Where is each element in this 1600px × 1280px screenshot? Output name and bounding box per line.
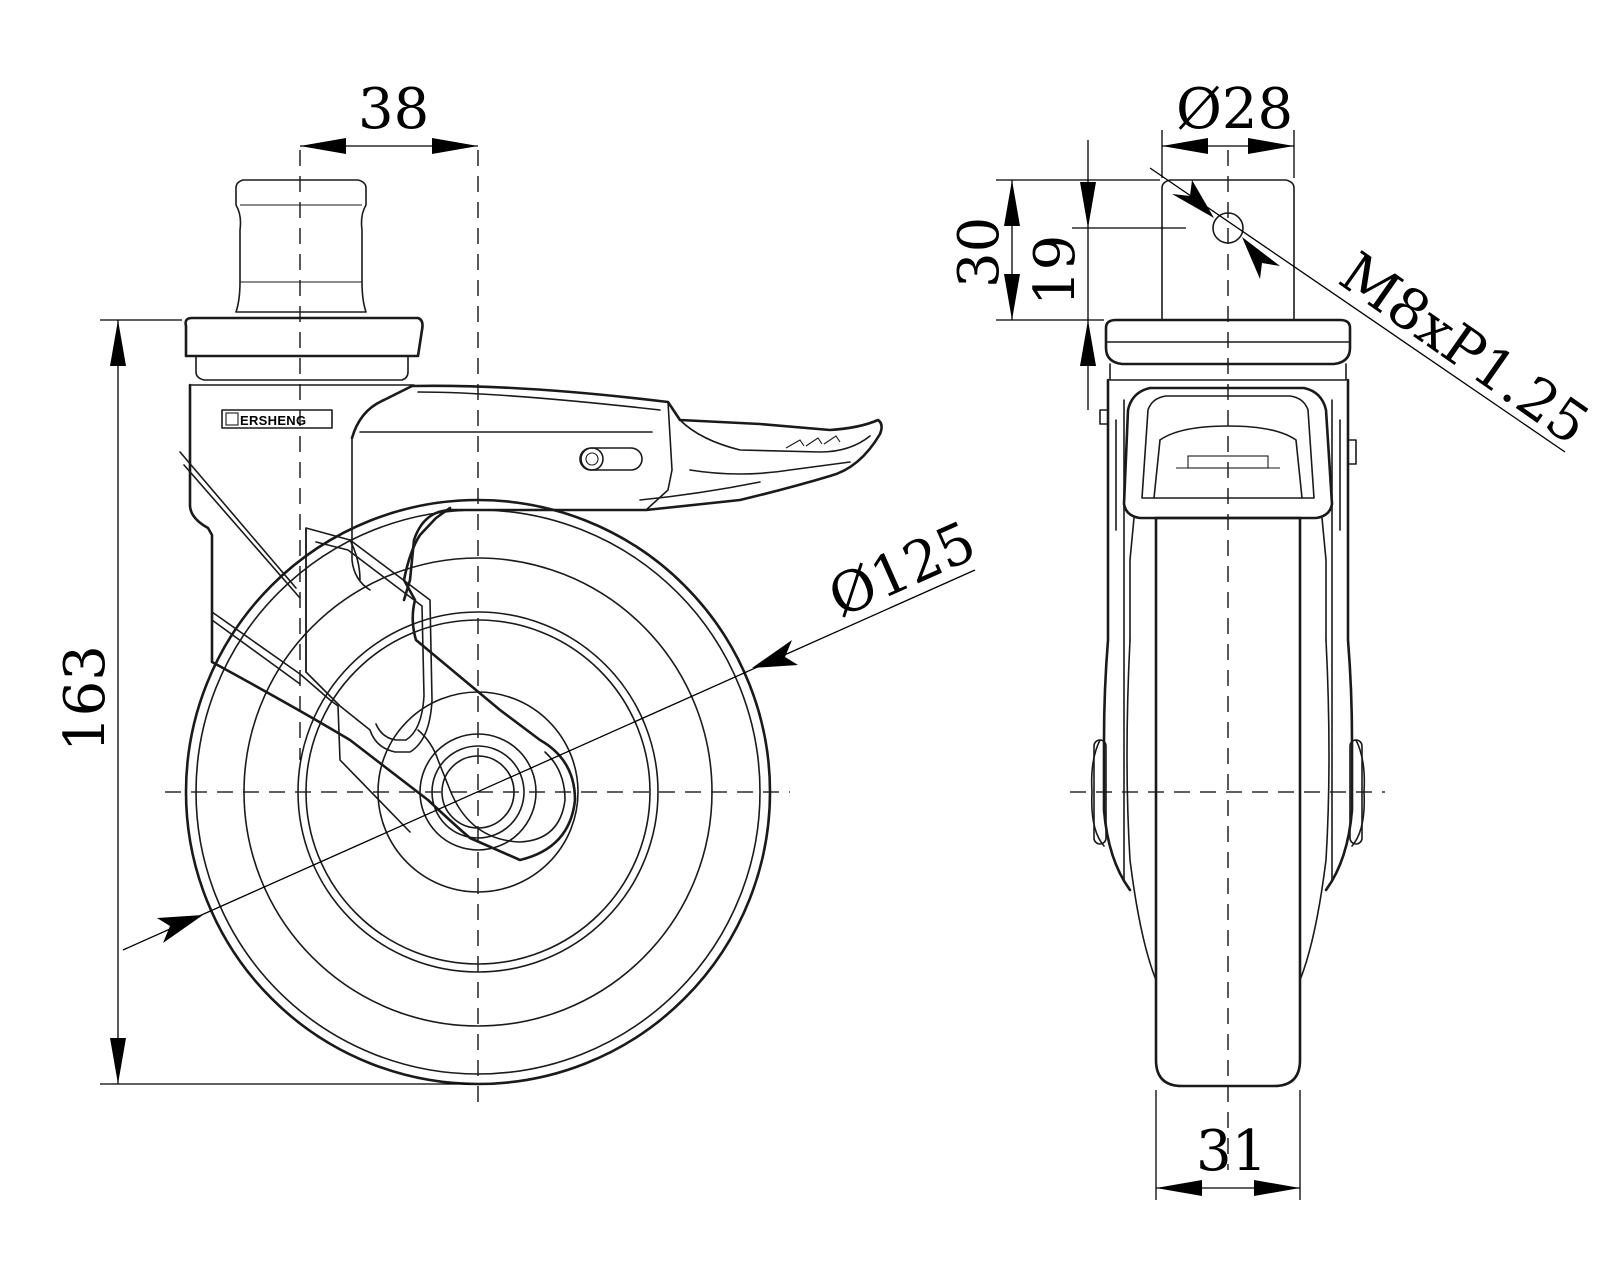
front-brake-housing [1122,386,1334,641]
front-stem [1161,179,1295,321]
front-view: Ø28 30 19 M8xP1.25 [947,77,1600,1200]
dim-stem-length-label: 30 [947,217,1012,288]
brake-pedal[interactable] [350,384,883,602]
dim-thread: M8xP1.25 [1149,167,1600,458]
dim-thread-label: M8xP1.25 [1328,240,1600,458]
front-top-plate [1104,318,1352,381]
brand-logo-text: ERSHENG [240,413,306,428]
dim-hole-height-label: 19 [1023,235,1088,306]
dim-stem-diameter: Ø28 [1161,77,1295,178]
side-fork [179,383,577,862]
side-stem [235,179,367,313]
side-view: ERSHENG 38 [53,77,985,1108]
brand-logo: ERSHENG [221,409,333,429]
thread-hole [1212,212,1244,244]
dim-stem-diameter-label: Ø28 [1176,77,1293,142]
dim-height-label: 163 [53,645,118,752]
dim-wheel-width-label: 31 [1196,1119,1267,1184]
side-top-plate [184,316,424,381]
dim-wheel-diameter-label: Ø125 [819,509,985,631]
dim-height: 163 [53,319,470,1085]
dim-stem-length: 30 [947,179,1160,321]
dim-hole-height: 19 [1023,140,1186,410]
dim-offset-label: 38 [358,77,429,142]
dim-offset: 38 [300,77,478,154]
front-wheel [1126,516,1330,1088]
dim-wheel-width: 31 [1155,1090,1301,1200]
